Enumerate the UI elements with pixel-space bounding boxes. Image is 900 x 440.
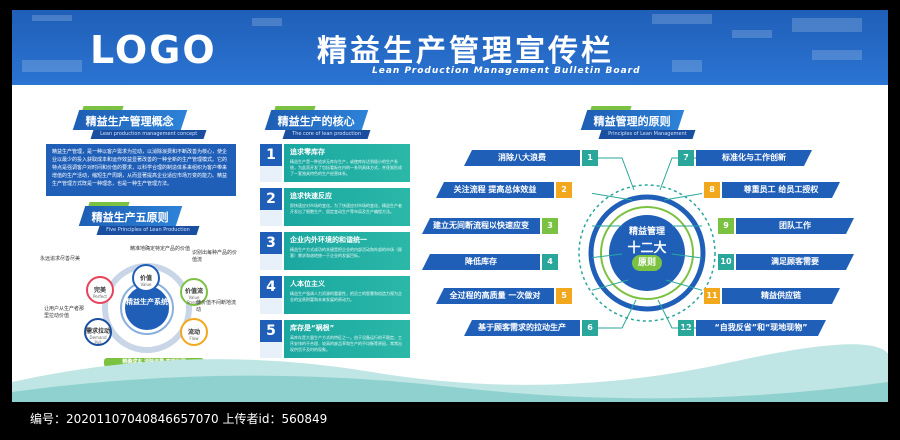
principle-num-9: 9 — [718, 218, 734, 234]
footer: 编号：20201107040846657070 上传者id：560849 — [0, 402, 900, 440]
five-subtitle: Five Principles of Lean Production — [96, 226, 200, 235]
five-center: 精益生产系统 — [126, 298, 168, 306]
concept-text: 精益生产管理，是一种以客户需求为拉动，以消除浪费和不断改善为核心，使企业以最少的… — [46, 144, 236, 196]
concept-title: 精益生产管理概念 — [72, 110, 188, 130]
five-note-4: 让用户从生产者那里拉动价值 — [44, 306, 85, 319]
principles-center-1: 精益管理 — [628, 227, 665, 237]
principle-7: 标准化与工作创新 — [696, 150, 812, 166]
principle-num-10: 10 — [718, 254, 734, 270]
principle-6: 基于顾客需求的拉动生产 — [464, 320, 580, 336]
principle-5: 全过程的高质量 一次做对 — [436, 288, 554, 304]
concept-subtitle: Lean production management concept — [90, 130, 207, 139]
principles-wheel — [578, 184, 716, 322]
principle-11: 精益供应链 — [722, 288, 840, 304]
core-title: 精益生产的核心 — [264, 110, 369, 130]
principles-center-2: 十二大 — [627, 241, 667, 256]
footer-text: 编号：20201107040846657070 上传者id：560849 — [30, 412, 328, 426]
principle-9: 团队工作 — [736, 218, 854, 234]
principle-8: 尊重员工 给员工授权 — [722, 182, 840, 198]
principle-num-5: 5 — [556, 288, 572, 304]
principle-num-6: 6 — [582, 320, 598, 336]
five-note-1: 精准地确定特定产品的价值 — [130, 246, 191, 252]
principles-connectors — [592, 157, 702, 329]
principle-num-4: 4 — [542, 254, 558, 270]
page-subtitle: Lean Production Management Bulletin Boar… — [372, 66, 641, 76]
principle-1: 消除八大浪费 — [464, 150, 580, 166]
bottom-wave — [12, 344, 888, 402]
header-banner: LOGO 精益生产管理宣传栏 Lean Production Managemen… — [12, 10, 888, 85]
principle-num-11: 11 — [704, 288, 720, 304]
principle-num-3: 3 — [542, 218, 558, 234]
principle-num-2: 2 — [556, 182, 572, 198]
five-note-2: 识别出每种产品的价值流 — [192, 250, 238, 263]
principles-center-3: 原则 — [632, 255, 662, 271]
principle-4: 降低库存 — [422, 254, 540, 270]
principle-num-1: 1 — [582, 150, 598, 166]
principle-3: 建立无间断流程以快速应变 — [422, 218, 540, 234]
five-note-5: 永远追求尽善尽美 — [40, 256, 81, 262]
principle-10: 满足顾客需要 — [736, 254, 854, 270]
principle-num-8: 8 — [704, 182, 720, 198]
principles-subtitle: Principles of Lean Management — [598, 130, 696, 139]
bulletin-board: LOGO 精益生产管理宣传栏 Lean Production Managemen… — [12, 10, 888, 402]
principle-12: “自我反省”和“现地现物” — [696, 320, 826, 336]
five-note-3: 使价值不间断地流动 — [196, 300, 237, 313]
core-subtitle: The core of lean production — [282, 130, 371, 139]
five-title: 精益生产五原则 — [78, 206, 183, 226]
page-title: 精益生产管理宣传栏 — [317, 34, 614, 69]
logo: LOGO — [90, 28, 217, 72]
principles-title: 精益管理的原则 — [580, 110, 685, 130]
principle-2: 关注流程 提高总体效益 — [436, 182, 554, 198]
